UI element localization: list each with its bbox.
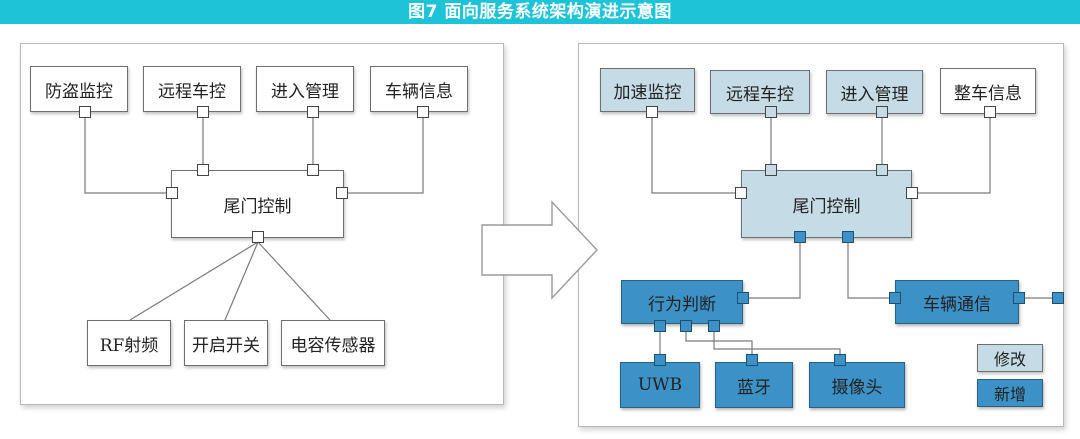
- right-service-acceleration-monitor: 加速监控: [600, 68, 695, 112]
- line-rf: [129, 241, 259, 321]
- port: [1013, 292, 1025, 304]
- behavior-judgement-module: 行为判断: [621, 280, 743, 324]
- port: [307, 106, 319, 118]
- port: [680, 320, 692, 332]
- figure-title: 图7 面向服务系统架构演进示意图: [0, 0, 1080, 24]
- legend-modified: 修改: [977, 344, 1043, 372]
- port: [252, 231, 264, 243]
- port: [1052, 292, 1064, 304]
- port: [765, 106, 777, 118]
- line-right-4: [915, 117, 991, 194]
- port: [654, 320, 666, 332]
- right-tailgate-controller: 尾门控制: [741, 170, 912, 238]
- left-sensor-rf: RF射频: [87, 320, 171, 366]
- line-capacitive: [257, 241, 331, 321]
- port: [79, 106, 91, 118]
- port: [984, 106, 996, 118]
- port: [842, 231, 854, 243]
- line-switch: [224, 241, 259, 321]
- left-sensor-open-switch: 开启开关: [184, 320, 268, 366]
- port: [708, 320, 720, 332]
- left-tailgate-controller: 尾门控制: [171, 170, 344, 238]
- line-ctrl-behavior: [749, 242, 801, 299]
- port: [307, 164, 319, 176]
- right-service-remote-control: 远程车控: [710, 70, 810, 114]
- line-bluetooth: [685, 332, 753, 357]
- line-right-1: [651, 117, 745, 194]
- line-left-4: [342, 117, 424, 194]
- port: [746, 354, 758, 366]
- left-service-access-management: 进入管理: [256, 66, 354, 112]
- left-service-anti-theft: 防盗监控: [30, 66, 128, 112]
- sensor-bluetooth: 蓝牙: [715, 362, 793, 408]
- port: [834, 354, 846, 366]
- line-ctrl-comm: [847, 242, 895, 299]
- port: [336, 187, 348, 199]
- vehicle-communication-module: 车辆通信: [895, 280, 1019, 324]
- port: [876, 106, 888, 118]
- right-service-access-management: 进入管理: [826, 70, 923, 114]
- transition-arrow: [481, 200, 598, 300]
- right-service-vehicle-info: 整车信息: [940, 68, 1036, 114]
- line-left-1: [84, 117, 174, 194]
- port: [737, 292, 749, 304]
- left-service-remote-control: 远程车控: [143, 66, 241, 112]
- line-camera: [713, 332, 841, 357]
- port: [197, 106, 209, 118]
- port: [197, 164, 209, 176]
- port: [794, 231, 806, 243]
- left-sensor-capacitive: 电容传感器: [281, 320, 385, 366]
- sensor-camera: 摄像头: [809, 362, 905, 408]
- legend-added: 新增: [977, 379, 1043, 407]
- port: [417, 106, 429, 118]
- port: [166, 187, 178, 199]
- left-service-vehicle-info: 车辆信息: [370, 66, 468, 112]
- sensor-uwb: UWB: [620, 362, 700, 408]
- port: [765, 164, 777, 176]
- port: [646, 106, 658, 118]
- port: [876, 164, 888, 176]
- port: [654, 354, 666, 366]
- port: [889, 292, 901, 304]
- port: [735, 187, 747, 199]
- port: [906, 187, 918, 199]
